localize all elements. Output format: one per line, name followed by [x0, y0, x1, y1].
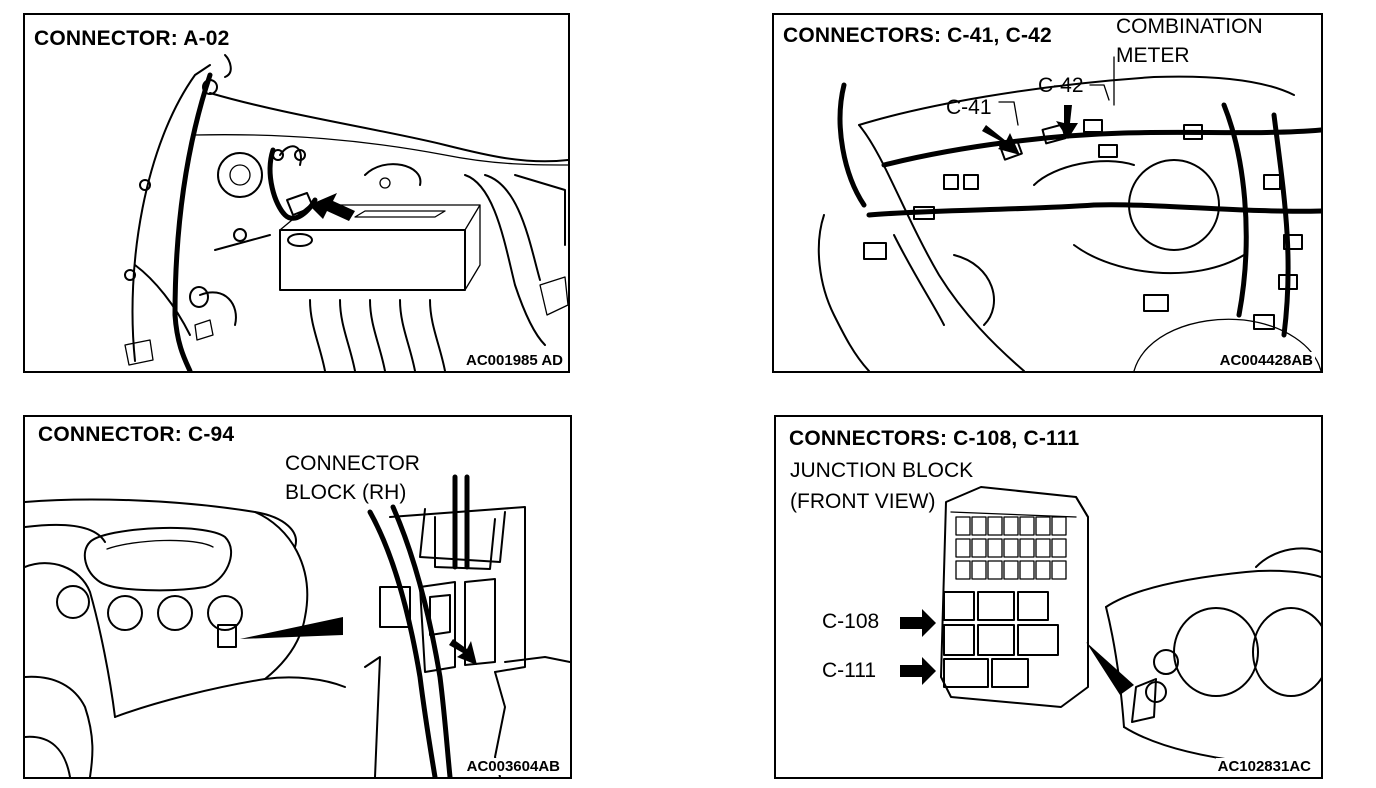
c111-label: C-111: [822, 659, 877, 682]
connector-block-label: CONNECTOR BLOCK (RH): [285, 449, 420, 507]
panel-title: CONNECTOR: A-02: [34, 27, 230, 50]
panel-title: CONNECTORS: C-41, C-42: [783, 24, 1052, 47]
dashboard-rh-illustration: [25, 474, 570, 777]
combination-meter-line1: COMBINATION: [1116, 15, 1263, 38]
c42-label: C-42: [1038, 74, 1084, 97]
junction-block-label: JUNCTION BLOCK (FRONT VIEW): [790, 455, 973, 517]
figure-code: AC004428AB: [1217, 352, 1315, 369]
panel-connector-c94: CONNECTOR: C-94 CONNECTOR BLOCK (RH) AC0…: [23, 415, 572, 779]
panel-connectors-c41-c42: CONNECTORS: C-41, C-42 COMBINATION METER…: [772, 13, 1323, 373]
combination-meter-label: COMBINATION METER: [1116, 15, 1263, 70]
connector-block-line1: CONNECTOR: [285, 452, 420, 475]
junction-block-line2: (FRONT VIEW): [790, 490, 936, 513]
c41-label: C-41: [946, 96, 992, 119]
panel-title: CONNECTOR: C-94: [38, 423, 235, 446]
panel-title: CONNECTORS: C-108, C-111: [789, 427, 1080, 450]
c108-label: C-108: [822, 610, 880, 633]
figure-code: AC003604AB: [464, 758, 562, 775]
junction-block-line1: JUNCTION BLOCK: [790, 459, 974, 482]
panel-connectors-c108-c111: CONNECTORS: C-108, C-111 JUNCTION BLOCK …: [774, 415, 1323, 779]
junction-block-illustration: [900, 486, 1321, 763]
figure-code: AC102831AC: [1215, 758, 1313, 775]
combination-meter-line2: METER: [1116, 44, 1190, 67]
connector-block-line2: BLOCK (RH): [285, 481, 407, 504]
figure-code: AC001985 AD: [464, 352, 565, 369]
engine-bay-illustration: [124, 54, 568, 371]
instrument-panel-illustration: [817, 56, 1321, 371]
panel-connector-a02: CONNECTOR: A-02 AC001985 AD: [23, 13, 570, 373]
